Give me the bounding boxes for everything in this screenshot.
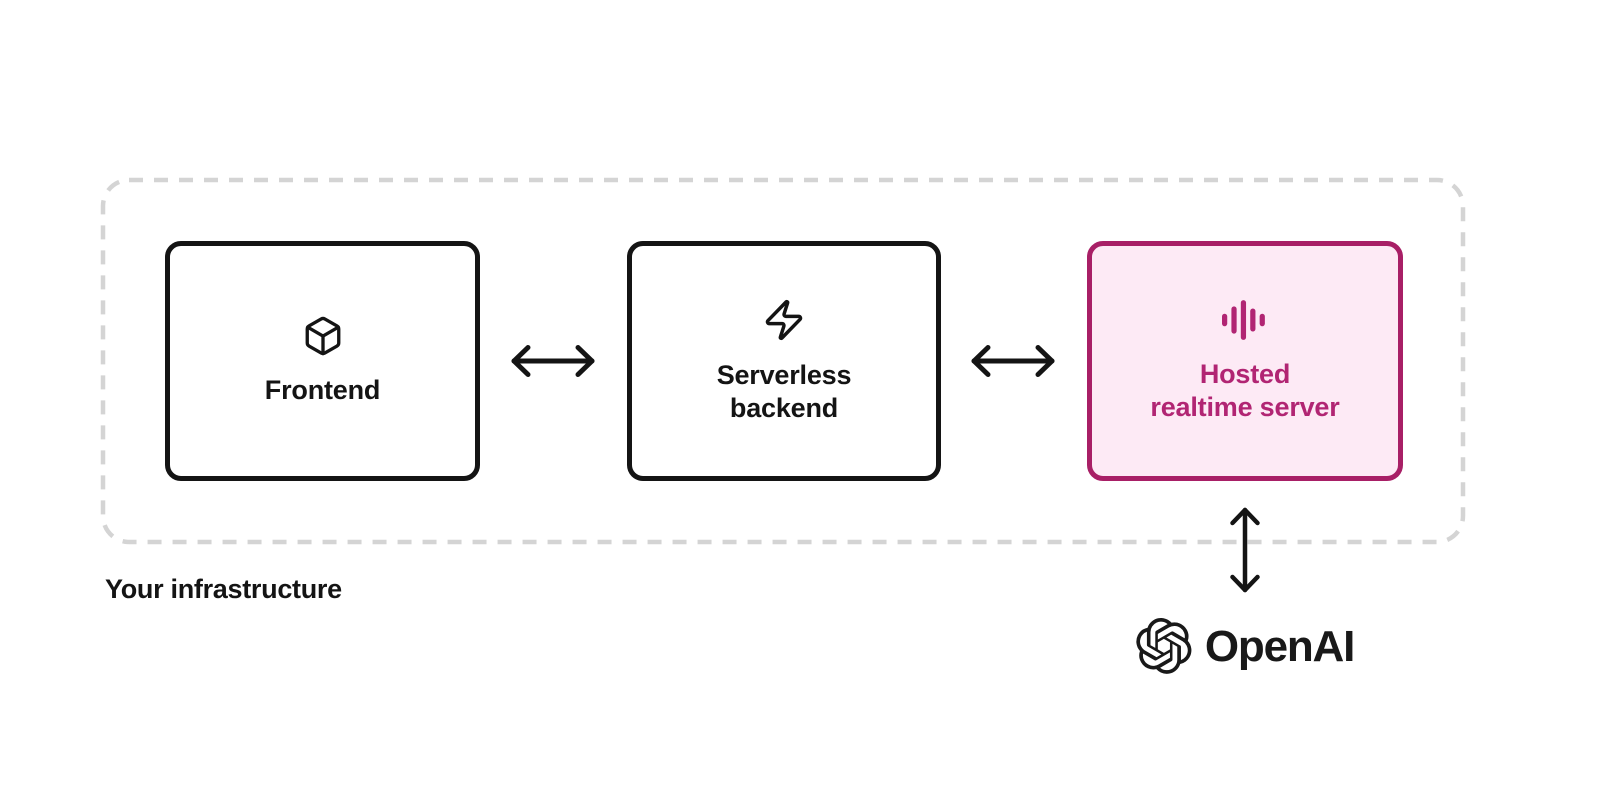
openai-logo: OpenAI: [1136, 618, 1355, 675]
arrow-frontend-backend: [511, 345, 595, 377]
arrow-backend-realtime: [971, 345, 1055, 377]
node-hosted-realtime-server: Hosted realtime server: [1087, 241, 1403, 481]
arrow-realtime-openai: [1230, 507, 1260, 593]
node-serverless-backend-label: Serverless backend: [716, 359, 852, 423]
node-frontend: Frontend: [165, 241, 480, 481]
node-frontend-label: Frontend: [264, 375, 381, 405]
infrastructure-group-border: [100, 177, 1466, 545]
openai-wordmark: OpenAI: [1204, 621, 1355, 671]
waveform-icon: [1222, 299, 1265, 340]
infrastructure-group-label: Your infrastructure: [105, 574, 342, 604]
node-hosted-realtime-server-label: Hosted realtime server: [1150, 358, 1340, 422]
node-serverless-backend: Serverless backend: [627, 241, 941, 481]
openai-logo-icon: [1136, 618, 1192, 674]
bolt-icon: [765, 299, 803, 340]
cube-icon: [305, 316, 340, 356]
